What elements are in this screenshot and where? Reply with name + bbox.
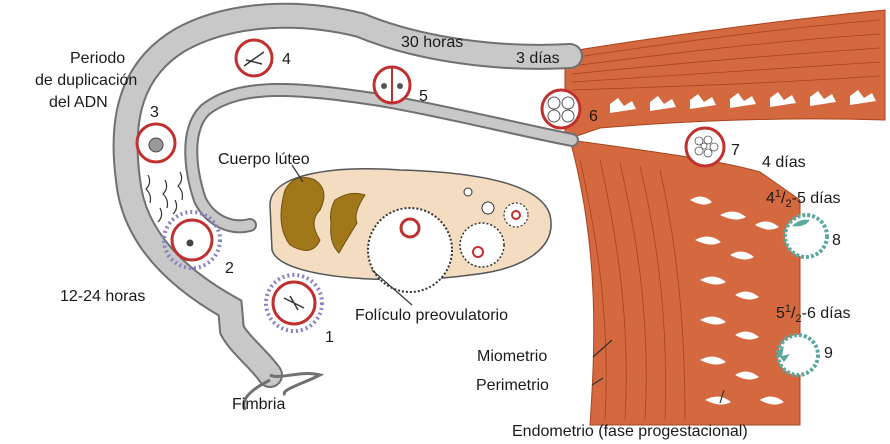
label-fimbria: Fimbria — [232, 396, 285, 413]
stage-number-9: 9 — [824, 345, 833, 362]
stage-number-1: 1 — [325, 329, 334, 346]
uterus-upper-wall — [565, 10, 885, 140]
label-endometrio: Endometrio (fase progestacional) — [512, 423, 748, 440]
label-periodo-line3: del ADN — [49, 94, 108, 111]
morula-stage-6 — [542, 90, 580, 128]
stage-number-6: 6 — [589, 108, 598, 125]
follicle-tiny-b — [464, 188, 472, 196]
label-12-24-horas: 12-24 horas — [60, 288, 145, 305]
label-periodo-line1: Periodo — [70, 50, 125, 67]
stage-number-2: 2 — [225, 260, 234, 277]
label-perimetrio: Perimetrio — [476, 377, 549, 394]
stage-number-8: 8 — [832, 232, 841, 249]
pronucleus-stage-2 — [187, 240, 194, 247]
label-3-dias: 3 días — [516, 50, 560, 67]
oocyte-stage-2 — [172, 220, 212, 260]
stage-number-4: 4 — [282, 51, 291, 68]
follicle-small-a — [460, 223, 504, 267]
follicle-tiny-a — [482, 202, 494, 214]
nucleus-b-stage-5 — [397, 83, 403, 89]
follicle-small-b-oocyte — [512, 211, 520, 219]
pronuclei-stage-3 — [149, 138, 163, 152]
label-4-dias: 4 días — [762, 154, 806, 171]
blastocyst-stage-9 — [778, 335, 818, 375]
zygote-stage-4 — [236, 40, 272, 76]
label-foliculo-preovulatorio: Folículo preovulatorio — [355, 307, 508, 324]
label-periodo-line2: de duplicación — [35, 72, 137, 89]
follicle-small-a-oocyte — [473, 247, 483, 257]
nucleus-a-stage-5 — [381, 83, 387, 89]
label-miometrio: Miometrio — [477, 348, 547, 365]
label-30-horas: 30 horas — [401, 34, 463, 51]
stage-number-3: 3 — [150, 104, 159, 121]
label-cuerpo-luteo: Cuerpo lúteo — [218, 151, 310, 168]
stage-number-7: 7 — [731, 142, 740, 159]
follicle-oocyte — [401, 219, 419, 237]
stage-number-5: 5 — [419, 88, 428, 105]
